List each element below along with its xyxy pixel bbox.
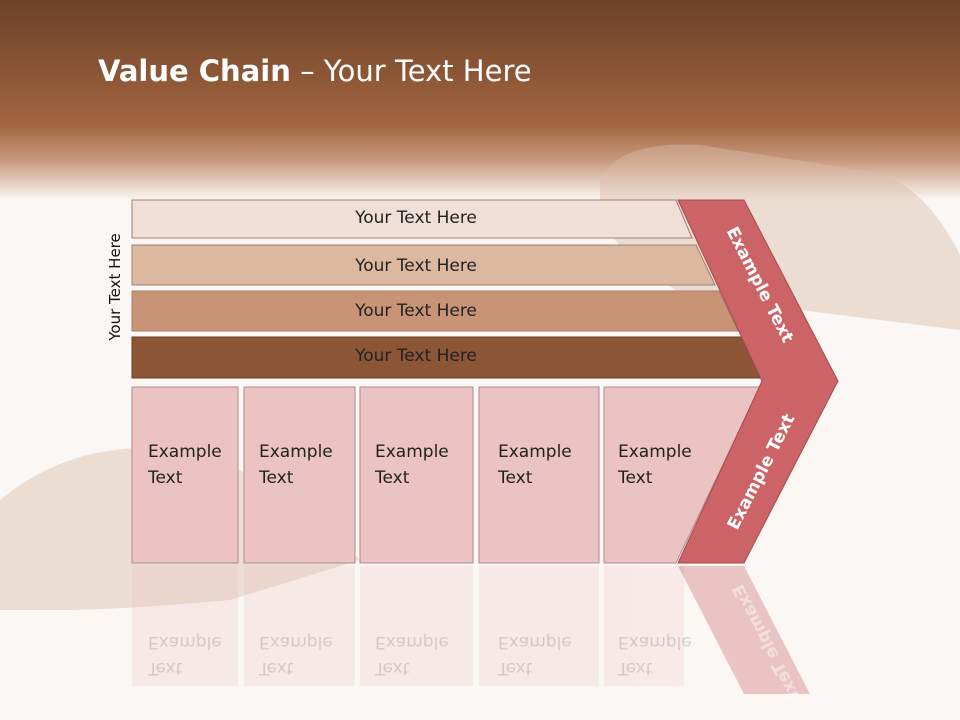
box-3-line2: Text (375, 468, 410, 488)
box-reflections (132, 566, 684, 686)
chevron-arrow (677, 199, 839, 564)
bar-1-label: Your Text Here (355, 208, 477, 228)
box-4-line2: Text (498, 468, 533, 488)
box-4-line1: Example (498, 442, 572, 462)
box-1-line2: Text (148, 468, 183, 488)
box-2-line1: Example (259, 442, 333, 462)
header-band (0, 0, 960, 200)
box-3-line1: Example (375, 442, 449, 462)
title-rest: – Your Text Here (290, 54, 532, 88)
box-1-line1: Example (148, 442, 222, 462)
bar-4-label: Your Text Here (355, 346, 477, 366)
page-title: Value Chain – Your Text Here (98, 54, 532, 88)
title-bold: Value Chain (98, 54, 291, 88)
box-5-line2: Text (618, 468, 653, 488)
box-3 (359, 386, 474, 564)
box-2-line2: Text (259, 468, 294, 488)
box-1 (131, 386, 239, 564)
chevron-reflection (678, 566, 810, 694)
box-5-line1: Example (618, 442, 692, 462)
bar-3-label: Your Text Here (355, 301, 477, 321)
bar-2 (131, 244, 716, 286)
box-2 (243, 386, 356, 564)
box-5 (603, 386, 761, 564)
bar-2-label: Your Text Here (355, 256, 477, 276)
bar-1 (131, 199, 693, 239)
box-4 (478, 386, 600, 564)
bar-3 (131, 290, 739, 332)
